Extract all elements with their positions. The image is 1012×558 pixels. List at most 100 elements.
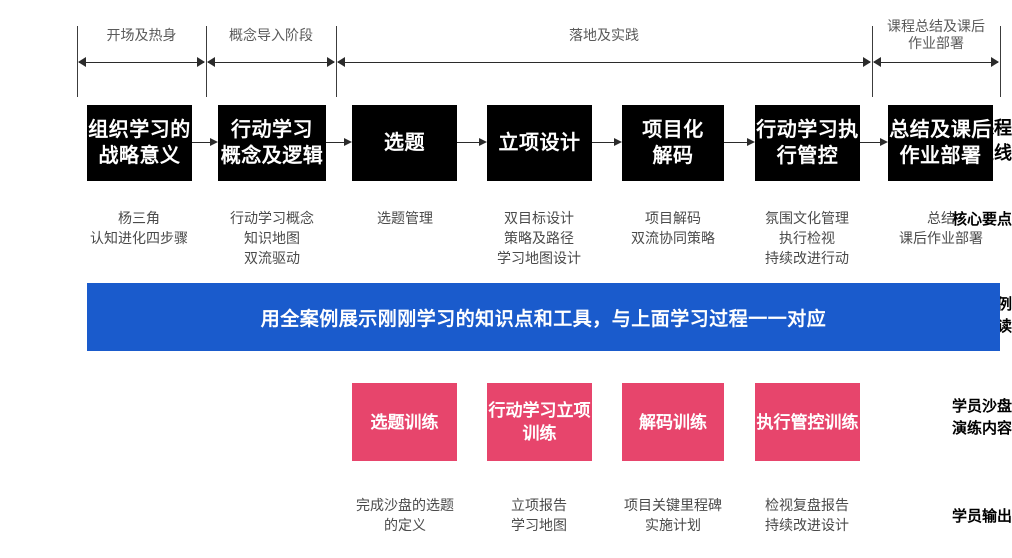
phase-span-arrow-left-3 (873, 57, 881, 67)
flow-arrow-head-5 (880, 138, 888, 146)
main-step-box-1[interactable]: 行动学习概念及逻辑 (218, 105, 326, 181)
row-label-sandbox-line1: 学员沙盘 (951, 398, 1012, 415)
output-group-0: 完成沙盘的选题的定义 (325, 495, 485, 535)
main-step-box-2[interactable]: 选题 (352, 105, 457, 181)
phase-span-arrow-right-3 (991, 57, 999, 67)
phase-divider-0 (77, 26, 78, 97)
sandbox-box-2-text: 解码训练 (639, 411, 707, 434)
output-2-line-1: 实施计划 (645, 517, 701, 533)
phase-span-line-1 (208, 62, 334, 63)
core-point-0-line-0: 杨三角 (118, 210, 160, 226)
output-group-1: 立项报告学习地图 (459, 495, 619, 535)
core-point-group-2: 选题管理 (325, 208, 485, 228)
flow-arrow-head-3 (614, 138, 622, 146)
phase-span-arrow-right-2 (863, 57, 871, 67)
flow-arrow-2 (457, 142, 479, 143)
main-step-box-0-line2: 战略意义 (98, 145, 181, 167)
core-point-group-6: 总结课后作业部署 (861, 208, 1012, 248)
sandbox-box-3-text: 执行管控训练 (757, 411, 859, 434)
main-step-box-0[interactable]: 组织学习的战略意义 (87, 105, 192, 181)
sandbox-box-1-line1: 行动学习立项 (488, 401, 591, 420)
phase-divider-2 (336, 26, 337, 97)
output-3-line-1: 持续改进设计 (765, 517, 849, 533)
phase-label-3: 课程总结及课后作业部署 (872, 18, 1000, 52)
output-2-line-0: 项目关键里程碑 (624, 497, 722, 513)
core-point-4-line-1: 双流协同策略 (631, 230, 715, 246)
main-step-box-4-line2: 解码 (652, 145, 694, 167)
main-step-box-5[interactable]: 行动学习执行管控 (755, 105, 860, 181)
flow-arrow-4 (724, 142, 747, 143)
core-point-5-line-1: 执行检视 (779, 230, 835, 246)
case-study-banner: 用全案例展示刚刚学习的知识点和工具，与上面学习过程一一对应 (87, 283, 1000, 351)
output-0-line-0: 完成沙盘的选题 (356, 497, 454, 513)
sandbox-box-2[interactable]: 解码训练 (622, 383, 724, 461)
flow-arrow-head-0 (210, 138, 218, 146)
main-step-box-5-text: 行动学习执行管控 (756, 117, 859, 169)
core-point-0-line-1: 认知进化四步骤 (90, 230, 188, 246)
sandbox-box-2-line1: 解码训练 (639, 412, 707, 432)
phase-label-2: 落地及实践 (569, 27, 639, 43)
core-point-group-1: 行动学习概念知识地图双流驱动 (192, 208, 352, 268)
main-step-box-0-line1: 组织学习的 (88, 119, 191, 141)
output-3-line-0: 检视复盘报告 (765, 497, 849, 513)
core-point-3-line-2: 学习地图设计 (497, 250, 581, 266)
phase-span-arrow-left-2 (337, 57, 345, 67)
phase-span-arrow-left-0 (78, 57, 86, 67)
main-step-box-1-line2: 概念及逻辑 (220, 145, 324, 167)
sandbox-box-3[interactable]: 执行管控训练 (755, 383, 860, 461)
flow-arrow-0 (192, 142, 210, 143)
core-point-6-line-0: 总结 (927, 210, 955, 226)
main-step-box-5-line2: 行管控 (776, 145, 839, 167)
phase-label-0: 开场及热身 (106, 27, 177, 43)
core-point-5-line-0: 氛围文化管理 (765, 210, 849, 226)
main-step-box-2-line1: 选题 (384, 132, 425, 154)
phase-label-3-line-1: 作业部署 (908, 35, 964, 51)
phase-span-arrow-right-1 (327, 57, 335, 67)
main-step-box-4-line1: 项目化 (642, 119, 704, 141)
main-step-box-6[interactable]: 总结及课后作业部署 (888, 105, 993, 181)
core-point-6-line-1: 课后作业部署 (899, 230, 983, 246)
phase-span-arrow-right-0 (197, 57, 205, 67)
row-label-sandbox-line2: 演练内容 (951, 420, 1012, 437)
flow-arrow-head-4 (747, 138, 755, 146)
flow-arrow-head-2 (479, 138, 487, 146)
core-point-3-line-0: 双目标设计 (504, 210, 574, 226)
sandbox-box-0[interactable]: 选题训练 (352, 383, 457, 461)
row-label-core-points-text: 核心要点 (951, 211, 1012, 228)
main-step-box-6-text: 总结及课后作业部署 (889, 117, 992, 169)
phase-divider-1 (206, 26, 207, 97)
sandbox-box-3-line1: 执行管控训练 (756, 412, 859, 432)
core-point-1-line-1: 知识地图 (244, 230, 300, 246)
core-point-group-3: 双目标设计策略及路径学习地图设计 (459, 208, 619, 268)
main-step-box-1-line1: 行动学习 (231, 119, 313, 141)
phase-label-3-line-0: 课程总结及课后 (887, 18, 985, 34)
output-group-3: 检视复盘报告持续改进设计 (727, 495, 887, 535)
output-0-line-1: 的定义 (384, 517, 426, 533)
phase-span-line-0 (79, 62, 204, 63)
main-step-box-6-line2: 作业部署 (899, 145, 982, 167)
flow-arrow-head-1 (344, 138, 352, 146)
core-point-4-line-0: 项目解码 (645, 210, 701, 226)
output-1-line-1: 学习地图 (511, 517, 567, 533)
output-1-line-0: 立项报告 (511, 497, 567, 513)
row-label-sandbox: 学员沙盘 演练内容 (934, 396, 1012, 440)
main-step-box-2-text: 选题 (384, 130, 425, 156)
main-step-box-3[interactable]: 立项设计 (487, 105, 592, 181)
main-step-box-3-text: 立项设计 (499, 130, 581, 156)
flow-arrow-1 (326, 142, 344, 143)
main-step-box-1-text: 行动学习概念及逻辑 (221, 117, 324, 169)
main-step-box-0-text: 组织学习的战略意义 (88, 117, 191, 169)
row-label-output: 学员输出 (934, 504, 1012, 529)
flow-arrow-3 (592, 142, 614, 143)
sandbox-box-1[interactable]: 行动学习立项训练 (487, 383, 592, 461)
phase-span-arrow-left-1 (207, 57, 215, 67)
sandbox-box-1-text: 行动学习立项训练 (489, 399, 591, 445)
core-point-group-0: 杨三角认知进化四步骤 (59, 208, 219, 248)
phase-label-1: 概念导入阶段 (229, 27, 313, 43)
output-group-2: 项目关键里程碑实施计划 (593, 495, 753, 535)
sandbox-box-0-line1: 选题训练 (370, 412, 439, 432)
main-step-box-4[interactable]: 项目化解码 (622, 105, 724, 181)
sandbox-box-0-text: 选题训练 (371, 411, 439, 434)
case-study-banner-text: 用全案例展示刚刚学习的知识点和工具，与上面学习过程一一对应 (260, 308, 827, 330)
